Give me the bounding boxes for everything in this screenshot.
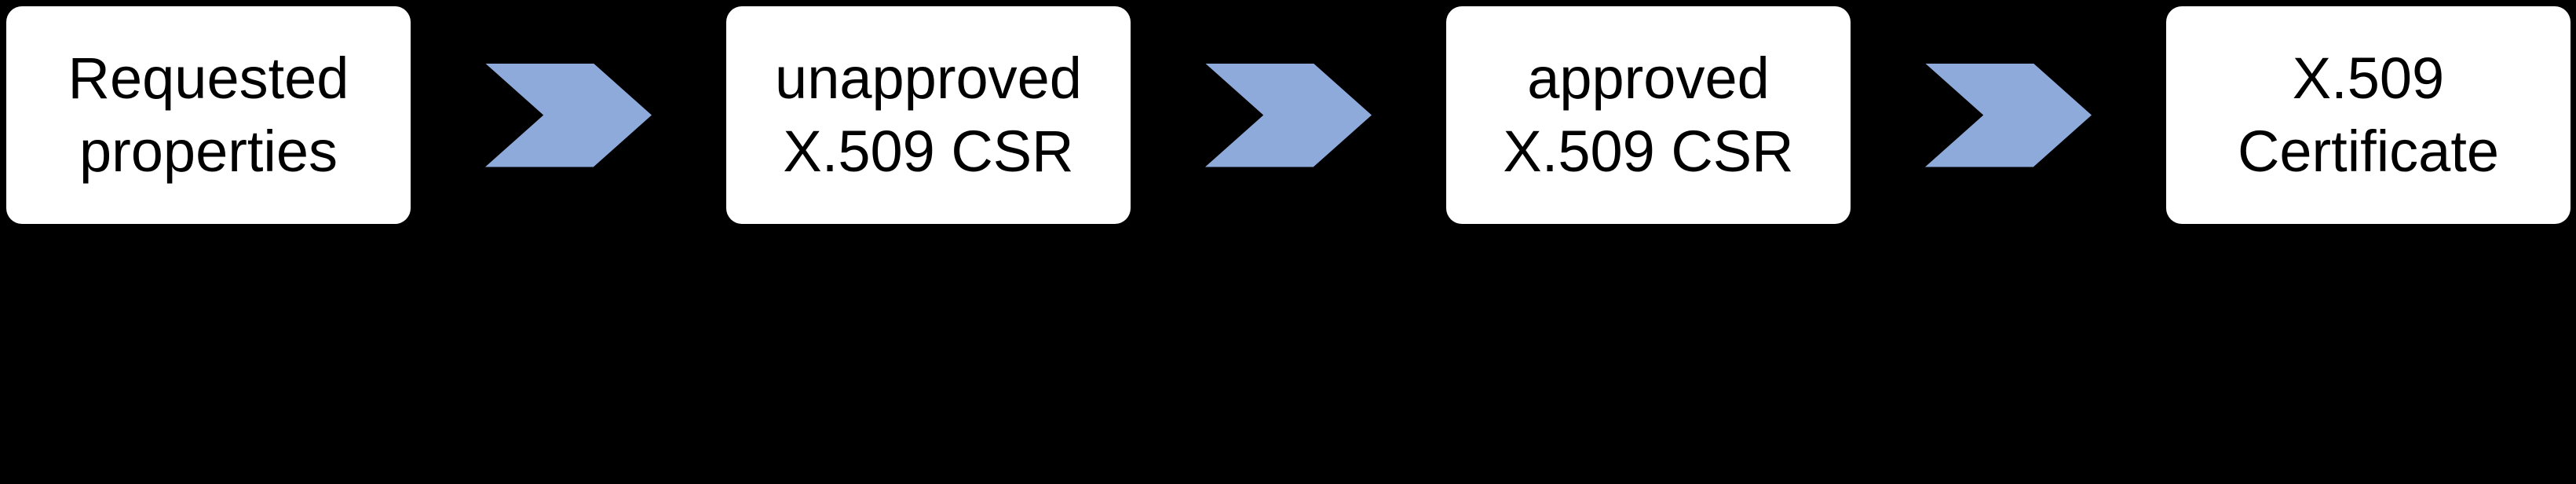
- chevron-right-icon: [485, 63, 652, 167]
- node-requested-properties: Requested properties: [6, 6, 411, 224]
- node-label-line: X.509 CSR: [783, 118, 1074, 184]
- node-label-line: properties: [79, 118, 338, 184]
- node-label-line: Requested: [68, 46, 349, 111]
- chevron-right-icon: [1925, 63, 2092, 167]
- node-unapproved-csr: unapproved X.509 CSR: [726, 6, 1131, 224]
- node-x509-certificate: X.509 Certificate: [2166, 6, 2571, 224]
- flow-row: Requested properties unapproved X.509 CS…: [6, 6, 2571, 224]
- node-approved-csr: approved X.509 CSR: [1446, 6, 1851, 224]
- node-label-line: X.509 CSR: [1503, 118, 1794, 184]
- chevron-right-icon: [1205, 63, 1372, 167]
- node-label-line: X.509: [2292, 46, 2445, 111]
- node-label-line: approved: [1527, 46, 1770, 111]
- node-label-line: unapproved: [775, 46, 1082, 111]
- node-label-line: Certificate: [2237, 118, 2500, 184]
